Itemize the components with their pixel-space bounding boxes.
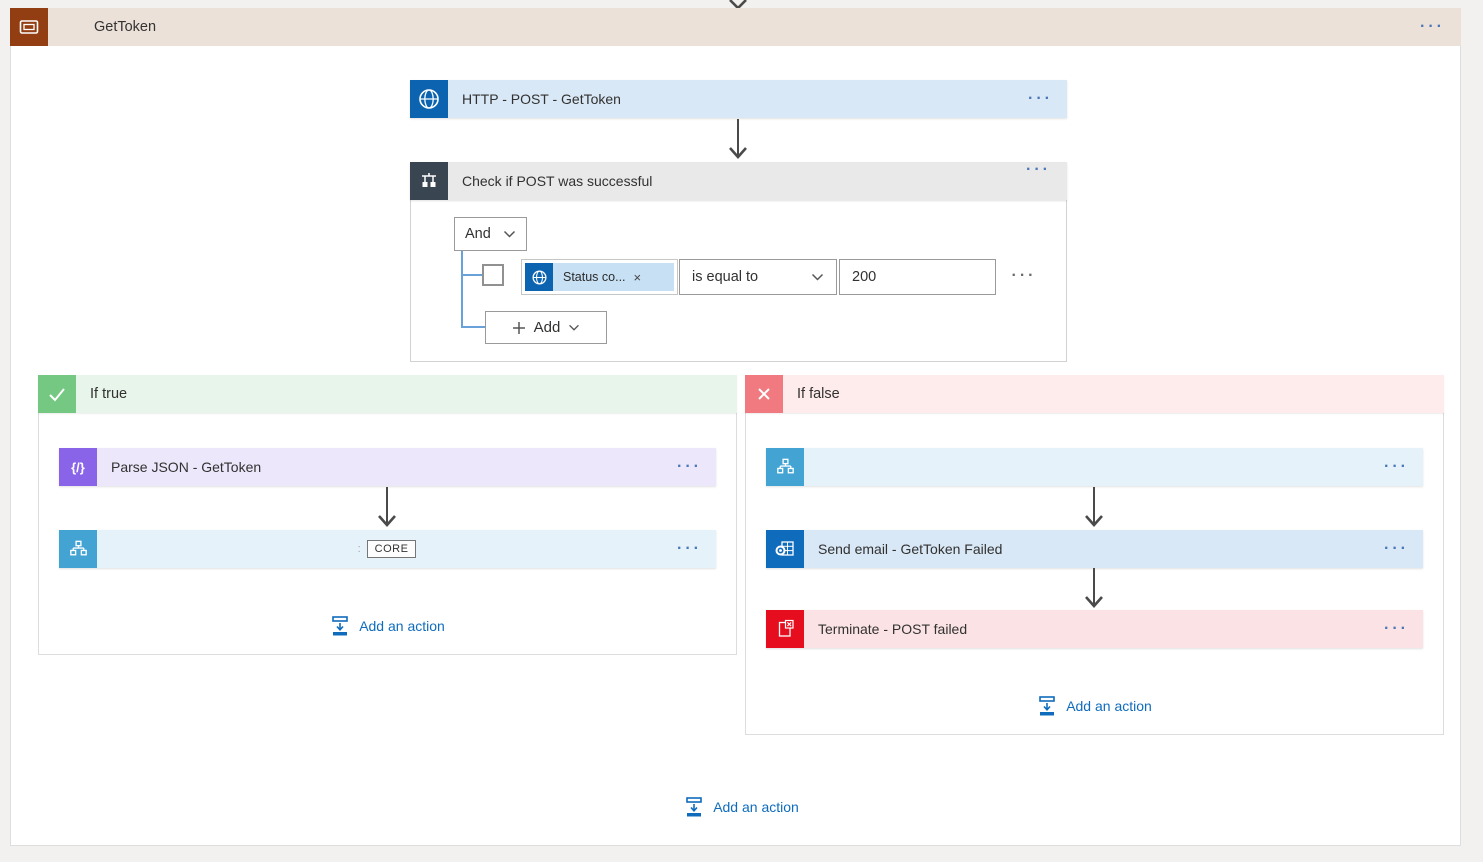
condition-operand-field[interactable]: Status co... × [521, 259, 678, 295]
add-action-label: Add an action [1066, 698, 1152, 714]
add-action-icon [332, 616, 348, 636]
condition-card: Check if POST was successful ··· And [410, 162, 1067, 362]
action-title: HTTP - POST - GetToken [462, 91, 621, 107]
condition-value-input[interactable] [839, 259, 996, 295]
parse-json-icon: {/} [59, 448, 97, 486]
action-title [804, 448, 1384, 486]
condition-join-dropdown[interactable]: And [454, 217, 527, 251]
action-menu-button[interactable]: ··· [1384, 458, 1409, 475]
if-false-add-action-button[interactable]: Add an action [766, 691, 1423, 721]
token-label: Status co... [563, 270, 626, 284]
if-false-label: If false [797, 386, 840, 402]
scope-title: GetToken [94, 19, 157, 35]
core-badge: CORE [366, 540, 417, 558]
action-menu-button[interactable]: ··· [677, 540, 702, 557]
scope-header-gettoken[interactable]: GetToken ··· [10, 8, 1461, 46]
action-title: Terminate - POST failed [818, 621, 968, 637]
action-menu-button[interactable]: ··· [1384, 620, 1409, 637]
flow-arrow-icon [1082, 487, 1106, 529]
chevron-down-icon [503, 230, 516, 238]
action-menu-button[interactable]: ··· [677, 458, 702, 475]
checkmark-icon [38, 375, 76, 413]
condition-connector-line [461, 251, 463, 328]
add-action-label: Add an action [713, 799, 799, 815]
add-action-icon [1039, 696, 1055, 716]
action-unnamed[interactable]: ··· [766, 448, 1423, 486]
chevron-down-icon [569, 324, 580, 331]
add-action-label: Add an action [359, 618, 445, 634]
plus-icon [512, 321, 525, 334]
terminate-icon [766, 610, 804, 648]
add-button-label: Add [533, 319, 561, 336]
if-false-branch: If false ··· [745, 375, 1444, 735]
condition-connector-line [461, 274, 482, 276]
if-true-branch: If true {/} Parse JSON - GetToken ··· [38, 375, 737, 655]
action-title: Send email - GetToken Failed [818, 541, 1003, 557]
condition-header[interactable]: Check if POST was successful ··· [410, 162, 1067, 200]
condition-row-checkbox[interactable] [482, 264, 504, 286]
core-hint: : [357, 543, 361, 555]
if-true-header: If true [38, 375, 737, 413]
org-chart-icon [59, 530, 97, 568]
action-parse-json-gettoken[interactable]: {/} Parse JSON - GetToken ··· [59, 448, 716, 486]
action-core[interactable]: : CORE ··· [59, 530, 716, 568]
condition-row-menu-button[interactable]: ··· [1011, 267, 1037, 284]
add-action-icon [686, 797, 702, 817]
flow-arrow-icon [1082, 568, 1106, 610]
scope-add-action-button[interactable]: Add an action [0, 792, 1483, 822]
if-true-label: If true [90, 386, 128, 402]
action-terminate-post-failed[interactable]: Terminate - POST failed ··· [766, 610, 1423, 648]
condition-icon [410, 162, 448, 200]
condition-operator-dropdown[interactable]: is equal to [679, 259, 837, 295]
condition-title: Check if POST was successful [462, 173, 653, 189]
http-globe-icon [525, 263, 553, 291]
org-chart-icon [766, 448, 804, 486]
outlook-icon [766, 530, 804, 568]
action-title: Parse JSON - GetToken [111, 459, 262, 475]
condition-connector-line [461, 326, 485, 328]
scope-menu-button[interactable]: ··· [1420, 18, 1445, 35]
x-mark-icon [745, 375, 783, 413]
token-remove-button[interactable]: × [633, 269, 642, 285]
join-operator-label: And [465, 226, 491, 242]
chevron-down-icon [811, 273, 824, 281]
dynamic-content-token[interactable]: Status co... × [525, 263, 674, 291]
condition-add-button[interactable]: Add [485, 311, 607, 344]
action-send-email-gettoken-failed[interactable]: Send email - GetToken Failed ··· [766, 530, 1423, 568]
http-globe-icon [410, 80, 448, 118]
if-false-header: If false [745, 375, 1444, 413]
flow-arrow-icon [375, 487, 399, 529]
action-menu-button[interactable]: ··· [1384, 540, 1409, 557]
action-title: : CORE [97, 530, 677, 568]
scope-icon [10, 8, 48, 46]
if-true-add-action-button[interactable]: Add an action [59, 611, 716, 641]
operator-label: is equal to [692, 269, 759, 285]
action-menu-button[interactable]: ··· [1028, 90, 1053, 107]
condition-menu-button[interactable]: ··· [1026, 161, 1051, 178]
flow-arrow-icon [726, 119, 750, 161]
action-http-post-gettoken[interactable]: HTTP - POST - GetToken ··· [410, 80, 1067, 118]
